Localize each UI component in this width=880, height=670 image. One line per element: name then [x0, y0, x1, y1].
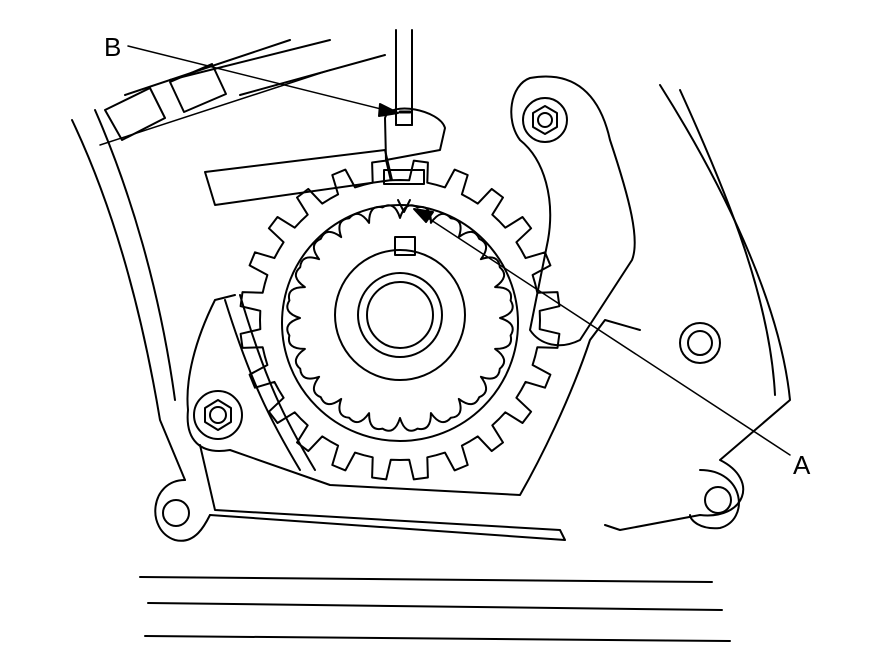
keyway-mark — [394, 236, 416, 256]
leader-a — [413, 208, 791, 456]
leader-b — [127, 45, 399, 117]
outer-toothed-sprocket — [239, 159, 561, 481]
alignment-tool — [395, 29, 413, 126]
timing-mark — [397, 199, 411, 213]
lower-left-bolt-nut — [204, 399, 232, 431]
pointer-mark — [383, 169, 425, 185]
crank-bore — [366, 281, 434, 349]
right-cover — [604, 84, 791, 531]
crank-hub-ring — [357, 272, 443, 358]
guide-plate — [204, 107, 446, 206]
tensioner-arm — [510, 75, 636, 347]
cover-windows — [104, 63, 227, 141]
crank-pulley-teeth — [286, 204, 514, 432]
callout-label-b: B — [104, 32, 122, 62]
mounting-ear-left — [154, 479, 211, 542]
crank-hub-outer — [334, 249, 466, 381]
callout-label-a: A — [793, 450, 811, 480]
tensioner-nut — [532, 105, 558, 135]
lower-housing — [186, 294, 641, 541]
bottom-rules — [139, 576, 731, 642]
mounting-ear-right — [689, 469, 740, 530]
upper-cover-lines — [71, 39, 386, 481]
